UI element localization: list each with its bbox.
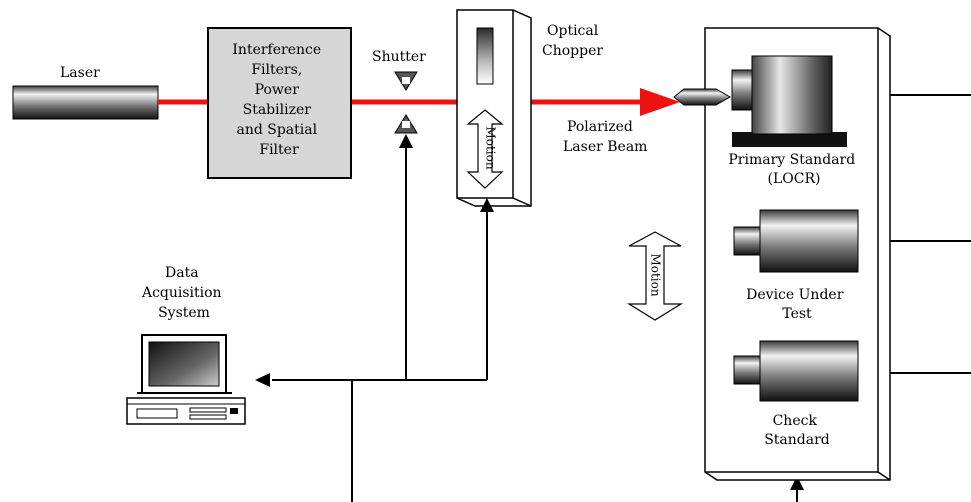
svg-text:Optical Chopper: Optical Chopper	[542, 23, 603, 59]
computer-icon	[126, 334, 246, 425]
dut-label-line: Device Under	[746, 287, 844, 303]
primary-standard-label-line: Primary Standard	[728, 152, 855, 168]
svg-text:Motion: Motion	[484, 126, 498, 169]
primary-standard-label-line: (LOCR)	[768, 171, 821, 187]
beam-label-line: Polarized	[567, 119, 633, 135]
filter-label-line: Filters,	[251, 62, 302, 78]
shutter-label: Shutter	[372, 49, 426, 65]
filter-label-line: Interference	[232, 42, 321, 58]
filter-label-line: Filter	[259, 142, 299, 158]
chopper-label-line: Optical	[547, 23, 599, 39]
laser-label: Laser	[60, 65, 100, 81]
check-standard-label-line: Check	[773, 413, 818, 429]
daq-label-line: Data	[165, 265, 199, 281]
svg-text:Polarized Laser Beam: Polarized Laser Beam	[563, 119, 647, 155]
dut-label-line: Test	[782, 306, 812, 322]
svg-text:Primary Standard (LOCR): Primary Standard (LOCR)	[728, 152, 859, 187]
daq-label-line: System	[158, 305, 210, 321]
svg-text:Interference Filters,: Interference Filters, Power Stabilizer a…	[232, 42, 325, 158]
chopper-label-line: Chopper	[542, 43, 603, 59]
check-standard	[733, 340, 859, 402]
shutter	[394, 71, 418, 134]
laser-body	[12, 85, 159, 120]
daq-label-line: Acquisition	[141, 285, 222, 301]
check-standard-label-line: Standard	[764, 432, 830, 448]
panel-motion-arrow: Motion	[626, 231, 684, 321]
svg-text:Motion: Motion	[649, 253, 663, 296]
filter-label-line: Power	[255, 82, 300, 98]
svg-text:Device Under Test: Device Under Test	[746, 287, 848, 322]
device-under-test	[733, 209, 859, 273]
filter-label-line: Stabilizer	[243, 102, 312, 118]
filter-box	[207, 27, 352, 179]
svg-text:Data Acquisition Syste: Data Acquisition System	[141, 265, 226, 321]
beam-label-line: Laser Beam	[563, 139, 647, 155]
primary-standard-detector	[673, 55, 847, 147]
optical-chopper	[456, 9, 532, 207]
filter-label-line: and Spatial	[236, 122, 317, 138]
chopper-motion-arrow: Motion	[466, 109, 504, 189]
svg-text:Check Standard: Check Standard	[764, 413, 830, 448]
